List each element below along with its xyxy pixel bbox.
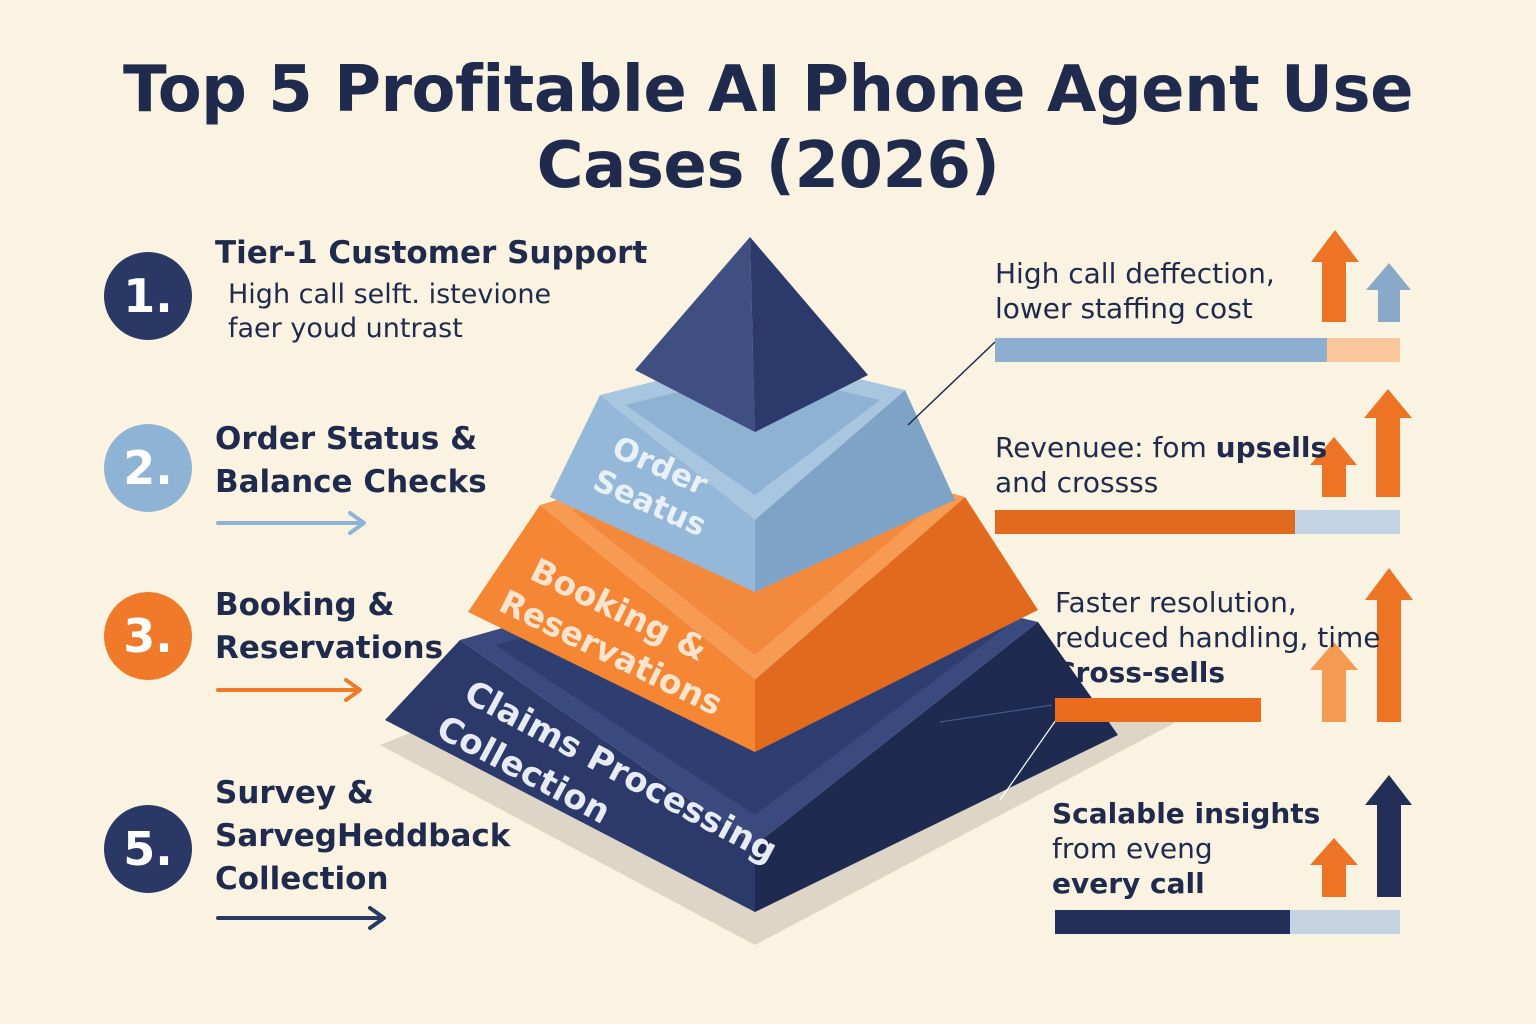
- right-text-2-line-1: Revenuee: fom upsells: [995, 430, 1327, 465]
- up-arrow-icon: [1365, 775, 1412, 897]
- bar-2: [995, 510, 1400, 534]
- tier2-top-inner: [625, 372, 880, 495]
- up-arrow-icon: [1310, 838, 1358, 897]
- right-text-2-line-2: and crossss: [995, 466, 1159, 499]
- number-badge-1: 1.: [104, 252, 192, 340]
- right-text-4-line-2: from eveng: [1052, 832, 1213, 865]
- item-2-title-line-2: Balance Checks: [215, 464, 487, 500]
- up-arrow-icon: [1310, 437, 1357, 497]
- number-badge-3: 3.: [104, 592, 192, 680]
- up-arrows-group-2: [1310, 389, 1412, 497]
- right-text-1-line-1: High call deffection,: [995, 257, 1275, 290]
- right-text-1-line-2: lower staffing cost: [995, 292, 1253, 325]
- up-arrow-icon: [1311, 230, 1359, 322]
- item-1-subtitle-line-1: High call selft. istevione: [228, 279, 552, 310]
- up-arrow-icon: [1365, 568, 1413, 722]
- tier2-left-face: [550, 395, 755, 592]
- item-3-title-line-1: Booking &: [215, 587, 395, 623]
- item-3-title: Booking & Reservations: [215, 584, 443, 670]
- number-badge-5: 5.: [104, 805, 192, 893]
- bar-1-fill: [995, 338, 1327, 362]
- tier3-left-face: [468, 505, 755, 752]
- bar-4-fill: [1055, 910, 1290, 934]
- item-2-title-line-1: Order Status &: [215, 421, 478, 457]
- right-text-2-pre: Revenuee: fom: [995, 431, 1216, 464]
- page-title: Top 5 Profitable AI Phone Agent Use Case…: [0, 52, 1536, 204]
- title-line-1: Top 5 Profitable AI Phone Agent Use: [123, 53, 1413, 127]
- right-text-4-line-3: every call: [1052, 867, 1205, 900]
- item-2-title: Order Status & Balance Checks: [215, 418, 487, 504]
- item-1-subtitle: High call selft. istevione faer youd unt…: [228, 278, 551, 346]
- arrow-item-3: [216, 678, 362, 702]
- right-text-3: Faster resolution, reduced handling, tim…: [1055, 585, 1381, 690]
- tier4-right-face: [755, 622, 1118, 912]
- item-1-title: Tier-1 Customer Support: [215, 232, 647, 275]
- tier1-right-face: [750, 237, 868, 432]
- bar-4: [1055, 910, 1400, 934]
- tier1-left-face: [635, 237, 755, 432]
- item-3-title-line-2: Reservations: [215, 630, 444, 666]
- right-text-4: Scalable insights from eveng every call: [1052, 796, 1320, 901]
- item-5-title-line-2: SarvegHeddback: [215, 818, 511, 854]
- bar-3-fill: [1055, 698, 1261, 722]
- right-text-1: High call deffection, lower staffing cos…: [995, 256, 1275, 326]
- item-5-title-line-1: Survey &: [215, 775, 374, 811]
- item-1-title-line-1: Tier-1 Customer Support: [215, 235, 648, 271]
- number-badge-2: 2.: [104, 424, 192, 512]
- arrow-item-5: [216, 906, 386, 930]
- item-5-title: Survey & SarvegHeddback Collection: [215, 772, 510, 901]
- up-arrows-group-3: [1310, 568, 1413, 722]
- up-arrows-group-4: [1310, 775, 1412, 897]
- up-arrow-icon: [1364, 389, 1412, 497]
- right-text-3-line-2: reduced handling, time: [1055, 621, 1381, 654]
- bar-1: [995, 338, 1400, 362]
- connector-line-1: [907, 341, 996, 426]
- up-arrow-icon: [1366, 263, 1411, 322]
- arrow-item-2: [216, 511, 366, 535]
- right-text-4-line-1: Scalable insights: [1052, 797, 1321, 830]
- up-arrows-group-1: [1311, 230, 1411, 322]
- connector-line-3: [999, 719, 1057, 801]
- bar-3: [1055, 698, 1261, 722]
- item-5-title-line-3: Collection: [215, 861, 389, 897]
- connector-line-2: [939, 704, 1053, 723]
- tier3-right-face: [755, 497, 1038, 752]
- tier2-right-face: [755, 390, 955, 592]
- item-1-subtitle-line-2: faer youd untrast: [228, 313, 463, 344]
- right-text-2-bold: upsells: [1215, 431, 1328, 464]
- title-line-2: Cases (2026): [536, 129, 1000, 203]
- bar-2-fill: [995, 510, 1295, 534]
- right-text-3-line-3: Cross-sells: [1055, 656, 1226, 689]
- right-text-2: Revenuee: fom upsells and crossss: [995, 430, 1327, 500]
- right-text-3-line-1: Faster resolution,: [1055, 586, 1297, 619]
- tier4-left-face: [385, 640, 755, 912]
- up-arrow-icon: [1310, 642, 1358, 722]
